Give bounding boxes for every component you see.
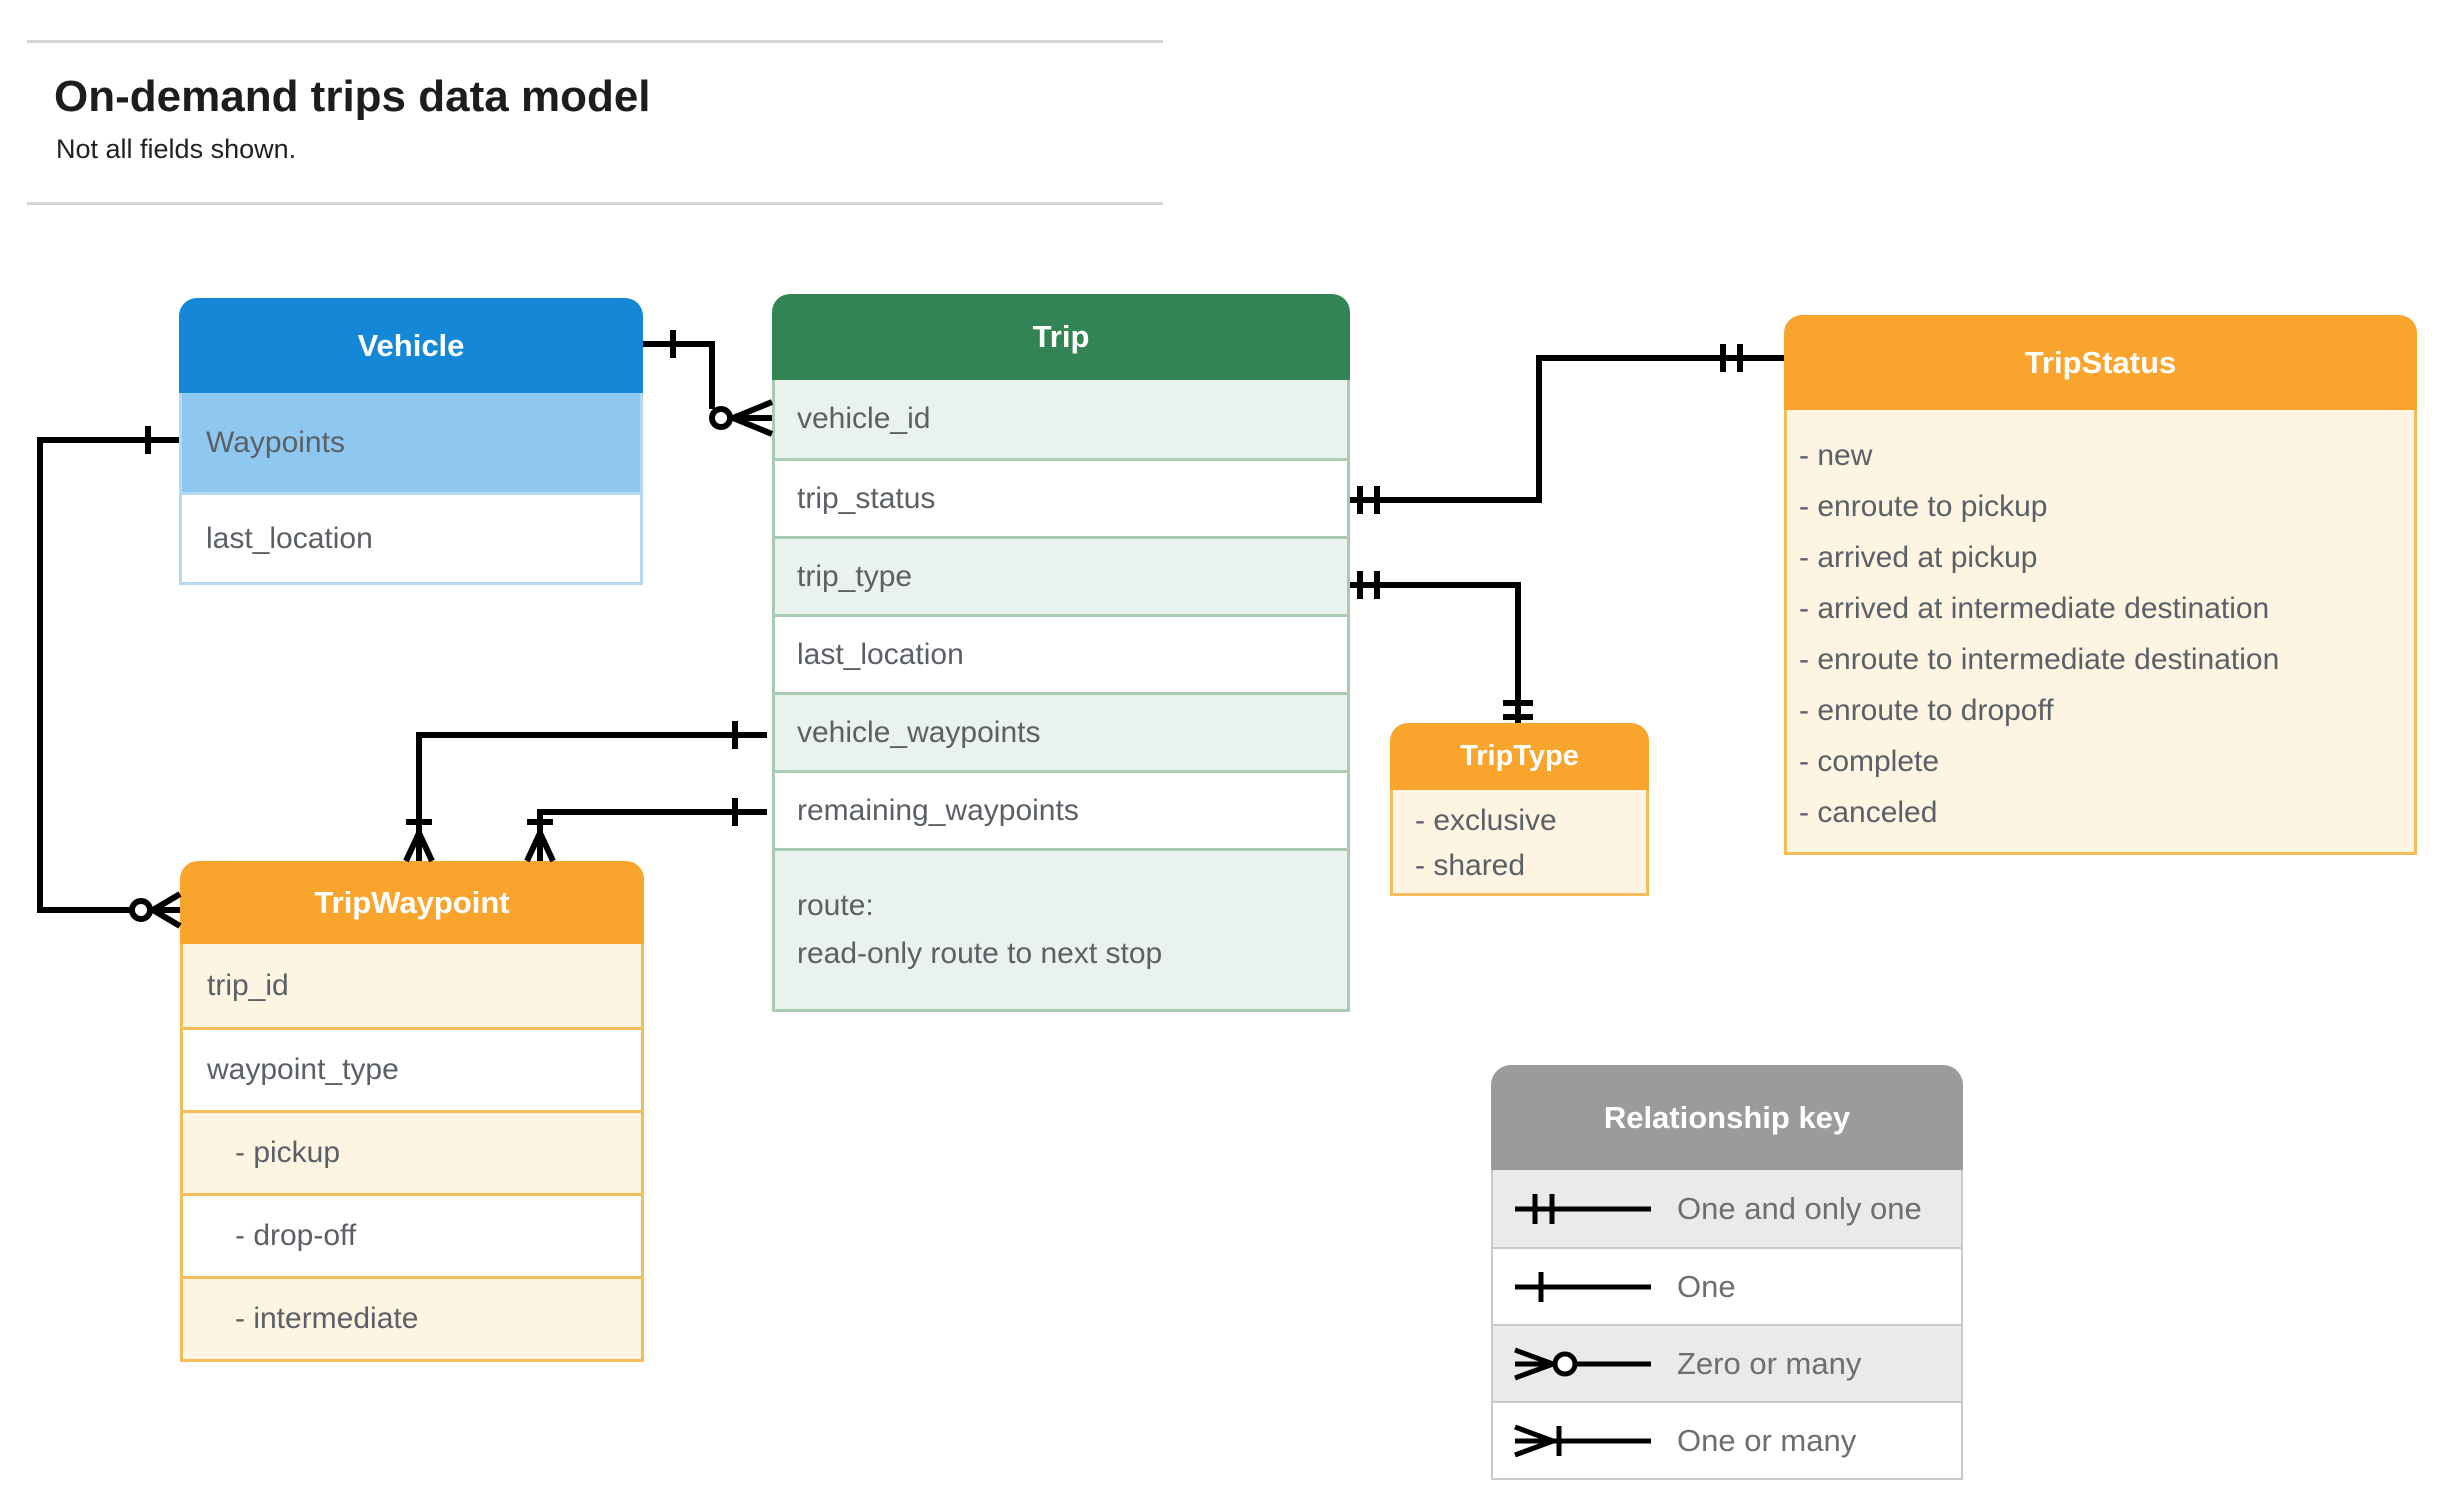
one-or-many-icon (1514, 1424, 1651, 1457)
page-title: On-demand trips data model (54, 72, 651, 121)
entity-triptype: TripType - exclusive - shared (1390, 723, 1649, 896)
enum-waypoint-pickup: - pickup (183, 1110, 641, 1193)
enum-value: - arrived at intermediate destination (1799, 591, 2270, 625)
field-vehicle-last-location: last_location (182, 492, 640, 582)
field-trip-remaining-waypoints: remaining_waypoints (775, 770, 1347, 848)
entity-triptype-title: TripType (1460, 740, 1579, 772)
enum-value: - canceled (1799, 795, 1938, 829)
key-label: One and only one (1677, 1190, 1922, 1226)
field-trip-vehicle-waypoints: vehicle_waypoints (775, 692, 1347, 770)
relationship-key: Relationship key One and only one One Ze… (1491, 1065, 1963, 1480)
divider-bottom (27, 202, 1163, 205)
page-subtitle: Not all fields shown. (56, 134, 297, 164)
enum-value: - new (1799, 438, 1873, 472)
enum-value: - enroute to dropoff (1799, 693, 2054, 727)
route-label: route: (797, 889, 874, 922)
relationship-key-header: Relationship key (1491, 1065, 1963, 1170)
entity-vehicle-body: Waypoints last_location (179, 393, 643, 585)
field-trip-last-location: last_location (775, 614, 1347, 692)
enum-value: - intermediate (235, 1302, 419, 1335)
field-trip-route: route: read-only route to next stop (775, 848, 1347, 1009)
key-label: Zero or many (1677, 1345, 1862, 1381)
entity-triptype-body: - exclusive - shared (1390, 790, 1649, 896)
field-label: remaining_waypoints (797, 793, 1079, 827)
enum-waypoint-intermediate: - intermediate (183, 1276, 641, 1359)
key-label: One (1677, 1268, 1736, 1304)
entity-tripwaypoint-title: TripWaypoint (314, 884, 510, 920)
zero-or-many-icon (1514, 1347, 1651, 1380)
field-tripwaypoint-waypoint-type: waypoint_type (183, 1027, 641, 1110)
field-trip-status: trip_status (775, 458, 1347, 536)
entity-tripwaypoint-header: TripWaypoint (180, 861, 644, 944)
divider-top (27, 40, 1163, 43)
entity-tripstatus-body: - new - enroute to pickup - arrived at p… (1784, 410, 2417, 855)
field-label: waypoint_type (207, 1053, 399, 1086)
key-row-zero-or-many: Zero or many (1493, 1324, 1961, 1401)
entity-trip-body: vehicle_id trip_status trip_type last_lo… (772, 380, 1350, 1012)
connector-trip-tripstatus (1350, 344, 1784, 514)
field-label: trip_status (797, 481, 936, 515)
relationship-key-title: Relationship key (1603, 1099, 1851, 1135)
connector-remaining-waypoints-tripwaypoint (524, 798, 767, 863)
entity-vehicle: Vehicle Waypoints last_location (179, 298, 643, 585)
connector-vehicle-waypoints-field-tripwaypoint (403, 721, 767, 863)
enum-waypoint-dropoff: - drop-off (183, 1193, 641, 1276)
one-icon (1515, 1271, 1651, 1302)
field-trip-vehicle-id: vehicle_id (775, 380, 1347, 458)
connector-vehiclewaypoints-tripwaypoint (37, 426, 182, 929)
key-row-one-and-only-one: One and only one (1493, 1170, 1961, 1247)
one-and-only-one-icon (1515, 1193, 1651, 1224)
enum-value: - arrived at pickup (1799, 540, 2038, 574)
entity-vehicle-header: Vehicle (179, 298, 643, 393)
entity-trip-title: Trip (1032, 319, 1090, 354)
field-trip-type: trip_type (775, 536, 1347, 614)
relationship-key-body: One and only one One Zero or many One or… (1491, 1170, 1963, 1480)
entity-tripstatus: TripStatus - new - enroute to pickup - a… (1784, 315, 2417, 855)
entity-trip-header: Trip (772, 294, 1350, 380)
enum-value: - enroute to intermediate destination (1799, 642, 2280, 676)
field-label: Waypoints (206, 425, 345, 459)
field-label: trip_type (797, 559, 913, 593)
enum-value: - pickup (235, 1136, 341, 1169)
field-label: last_location (206, 521, 373, 555)
entity-trip: Trip vehicle_id trip_status trip_type la… (772, 294, 1350, 1012)
field-label: vehicle_id (797, 402, 931, 435)
entity-vehicle-title: Vehicle (357, 327, 465, 363)
field-label: vehicle_waypoints (797, 715, 1041, 749)
key-label: One or many (1677, 1422, 1857, 1458)
key-row-one: One (1493, 1247, 1961, 1324)
connector-vehicle-trip (643, 330, 774, 437)
entity-triptype-header: TripType (1390, 723, 1649, 790)
entity-tripstatus-title: TripStatus (2024, 344, 2177, 380)
field-tripwaypoint-trip-id: trip_id (183, 944, 641, 1027)
enum-value: - complete (1799, 744, 1940, 778)
route-description: read-only route to next stop (797, 937, 1163, 970)
entity-tripwaypoint: TripWaypoint trip_id waypoint_type - pic… (180, 861, 644, 1362)
key-row-one-or-many: One or many (1493, 1401, 1961, 1478)
connector-trip-triptype (1350, 571, 1533, 723)
entity-tripwaypoint-body: trip_id waypoint_type - pickup - drop-of… (180, 944, 644, 1362)
field-label: trip_id (207, 968, 289, 1002)
enum-value: - exclusive (1415, 803, 1557, 837)
entity-tripstatus-header: TripStatus (1784, 315, 2417, 410)
field-label: last_location (797, 637, 964, 671)
enum-value: - drop-off (235, 1219, 357, 1252)
enum-value: - enroute to pickup (1799, 489, 2048, 523)
field-vehicle-waypoints: Waypoints (182, 393, 640, 492)
enum-value: - shared (1415, 848, 1526, 882)
